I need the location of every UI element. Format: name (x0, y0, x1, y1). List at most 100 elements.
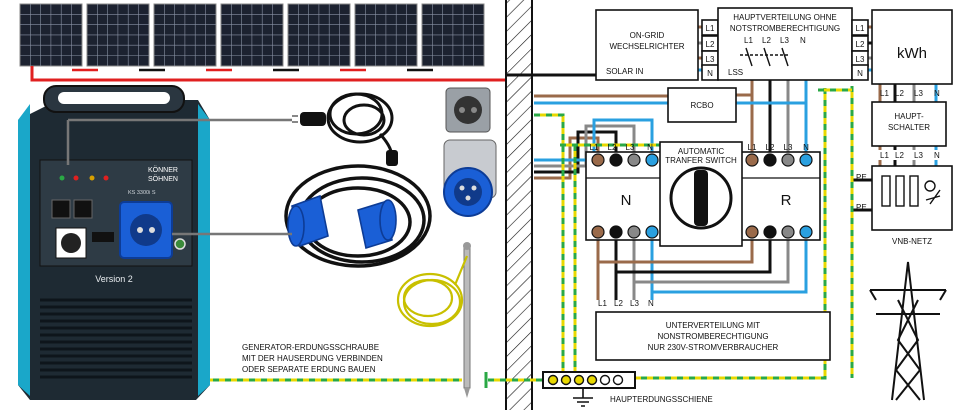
solar-panel (19, 3, 98, 72)
svg-text:L1: L1 (880, 89, 889, 98)
svg-text:L1: L1 (590, 143, 599, 152)
sub-dist-line1: UNTERVERTEILUNG MIT (666, 321, 760, 330)
svg-text:L1: L1 (880, 151, 889, 160)
inverter-box: ON-GRID WECHSELRICHTER SOLAR IN (595, 9, 699, 81)
svg-text:N: N (648, 299, 654, 308)
grid-connection-box: PE PE VNB-NETZ (856, 165, 953, 246)
rcbo-label: RCBO (690, 101, 713, 110)
svg-text:L3: L3 (914, 151, 923, 160)
inverter-line1: ON-GRID (630, 31, 665, 40)
main-earthing-bar: HAUPTERDUNGSSCHIENE (542, 371, 713, 407)
generator-switch-icon (51, 199, 71, 219)
svg-text:N: N (934, 89, 940, 98)
solar-panel-array (19, 3, 596, 82)
generator-icon: KÖNNER SÖHNEN KS 3300i S Version 2 (18, 85, 210, 400)
svg-text:N: N (857, 69, 863, 78)
ground-bar-label: HAUPTERDUNGSSCHIENE (610, 395, 713, 404)
svg-text:L2: L2 (762, 36, 771, 45)
bar-screw-icon (560, 374, 572, 386)
svg-text:N: N (800, 36, 806, 45)
svg-text:L1: L1 (748, 143, 757, 152)
svg-text:L1: L1 (706, 24, 715, 33)
terminal-screw-icon (781, 225, 795, 239)
inverter-line2: WECHSELRICHTER (609, 42, 684, 51)
ground-note: GENERATOR-ERDUNGSSCHRAUBE MIT DER HAUSER… (242, 343, 383, 374)
svg-text:L1: L1 (856, 24, 865, 33)
bar-screw-icon (586, 374, 598, 386)
bar-screw-icon (599, 374, 611, 386)
generator-brand-line1: KÖNNER (148, 166, 178, 174)
bar-screw-icon (573, 374, 585, 386)
svg-text:L2: L2 (895, 151, 904, 160)
svg-text:N: N (647, 143, 653, 152)
sub-distribution-box: L1 L2 L3 N UNTERVERTEILUNG MIT NONSTROMB… (595, 299, 831, 361)
generator-indicator-lights (59, 175, 109, 181)
svg-text:L3: L3 (914, 89, 923, 98)
main-switch-line2: SCHALTER (888, 123, 930, 132)
svg-text:L2: L2 (706, 40, 715, 49)
terminal-screw-icon (763, 225, 777, 239)
terminal-screw-icon (591, 153, 605, 167)
svg-text:L3: L3 (856, 55, 865, 64)
bar-screw-icon (612, 374, 624, 386)
wall-socket-grey-icon (445, 87, 491, 133)
svg-text:L3: L3 (630, 299, 639, 308)
main-dist-line1: HAUPTVERTEILUNG OHNE (733, 13, 836, 22)
svg-text:N: N (803, 143, 809, 152)
solar-panel (86, 3, 165, 72)
terminal-screw-icon (781, 153, 795, 167)
solar-panel (287, 3, 366, 72)
terminal-screw-icon (745, 153, 759, 167)
svg-text:L2: L2 (614, 299, 623, 308)
solar-panel (220, 3, 299, 72)
terminal-screw-icon (609, 153, 623, 167)
cee-cable-icon (284, 164, 432, 268)
ground-note-line1: GENERATOR-ERDUNGSSCHRAUBE (242, 343, 379, 352)
ground-note-line3: ODER SEPARATE ERDUNG BAUEN (242, 365, 376, 374)
solar-wire-red (30, 66, 505, 82)
grid-label: VNB-NETZ (892, 237, 932, 246)
ground-symbol-icon (573, 388, 593, 407)
ats-side-n: N (621, 192, 632, 209)
solar-panel (421, 3, 485, 67)
main-distribution-box: HAUPTVERTEILUNG OHNE NOTSTROMBERECHTIGUN… (717, 7, 853, 81)
main-switch-box: HAUPT- SCHALTER L1 L2 L3 N (871, 101, 947, 160)
svg-text:N: N (707, 69, 713, 78)
svg-text:L3: L3 (784, 143, 793, 152)
ats-line1: AUTOMATIC (678, 147, 725, 156)
transfer-switch: AUTOMATIC TRANFER SWITCH N R L1 L2 L3 N … (585, 141, 821, 247)
ground-note-line2: MIT DER HAUSERDUNG VERBINDEN (242, 354, 383, 363)
terminal-screw-icon (763, 153, 777, 167)
ground-rod-icon (396, 242, 488, 398)
svg-text:L2: L2 (766, 143, 775, 152)
lss-label: LSS (728, 68, 743, 77)
pe-label-1: PE (856, 173, 867, 182)
svg-text:L3: L3 (706, 55, 715, 64)
pe-label-2: PE (856, 203, 867, 212)
generator-model: KS 3300i S (128, 190, 156, 196)
meter-box: kWh L1 L2 L3 N (871, 9, 953, 98)
rcbo-box: RCBO (667, 87, 737, 123)
generator-version: Version 2 (95, 274, 133, 284)
terminal-screw-icon (591, 225, 605, 239)
terminal-screw-icon (645, 153, 659, 167)
terminal-screw-icon (627, 225, 641, 239)
solar-panel (153, 3, 232, 72)
schuko-cable-icon (292, 92, 398, 166)
terminal-screw-icon (627, 153, 641, 167)
terminal-screw-icon (609, 225, 623, 239)
terminal-screw-icon (799, 225, 813, 239)
callout-lines (66, 118, 292, 236)
svg-text:L3: L3 (780, 36, 789, 45)
svg-text:L1: L1 (744, 36, 753, 45)
cee-inlet-blue-icon (443, 139, 497, 217)
svg-text:L2: L2 (895, 89, 904, 98)
sub-dist-line2: NONSTROMBERECHTIGUNG (657, 332, 768, 341)
terminal-screw-icon (745, 225, 759, 239)
sub-dist-line3: NUR 230V-STROMVERBRAUCHER (648, 343, 779, 352)
generator-brand-line2: SÖHNEN (148, 175, 178, 183)
svg-text:L3: L3 (626, 143, 635, 152)
circuit-breaker-icon (740, 47, 790, 67)
meter-label: kWh (897, 45, 927, 62)
